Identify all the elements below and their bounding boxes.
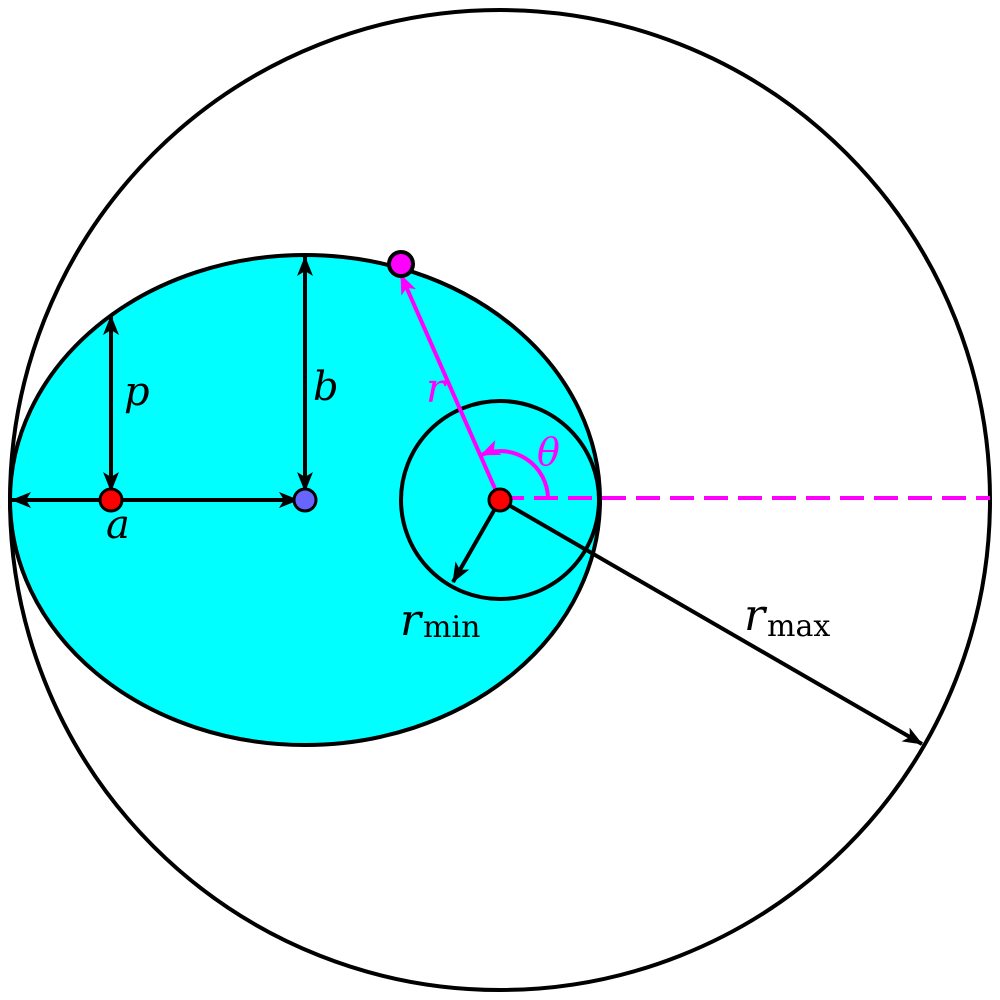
r-min-arrow <box>451 499 502 583</box>
center-point <box>292 487 318 513</box>
label-theta: θ <box>537 430 560 474</box>
label-r-max: rmax <box>744 590 830 644</box>
label-r-max-subscript: max <box>767 609 830 644</box>
focus-point <box>487 487 513 513</box>
radius-r-arrow <box>399 274 502 501</box>
label-p: p <box>124 369 150 415</box>
r-max-arrow <box>498 498 924 746</box>
label-a: a <box>106 502 130 548</box>
orbiting-body-point <box>387 250 415 278</box>
label-r-max-base: r <box>744 590 768 641</box>
label-r-min: rmin <box>400 595 480 646</box>
empty-focus-point <box>98 487 124 513</box>
label-r-min-base: r <box>400 595 424 646</box>
label-b: b <box>313 364 339 410</box>
inner-circle <box>399 399 601 601</box>
label-r-min-subscript: min <box>423 610 480 645</box>
theta-angle-arc <box>480 440 550 499</box>
label-r: r <box>426 366 448 412</box>
